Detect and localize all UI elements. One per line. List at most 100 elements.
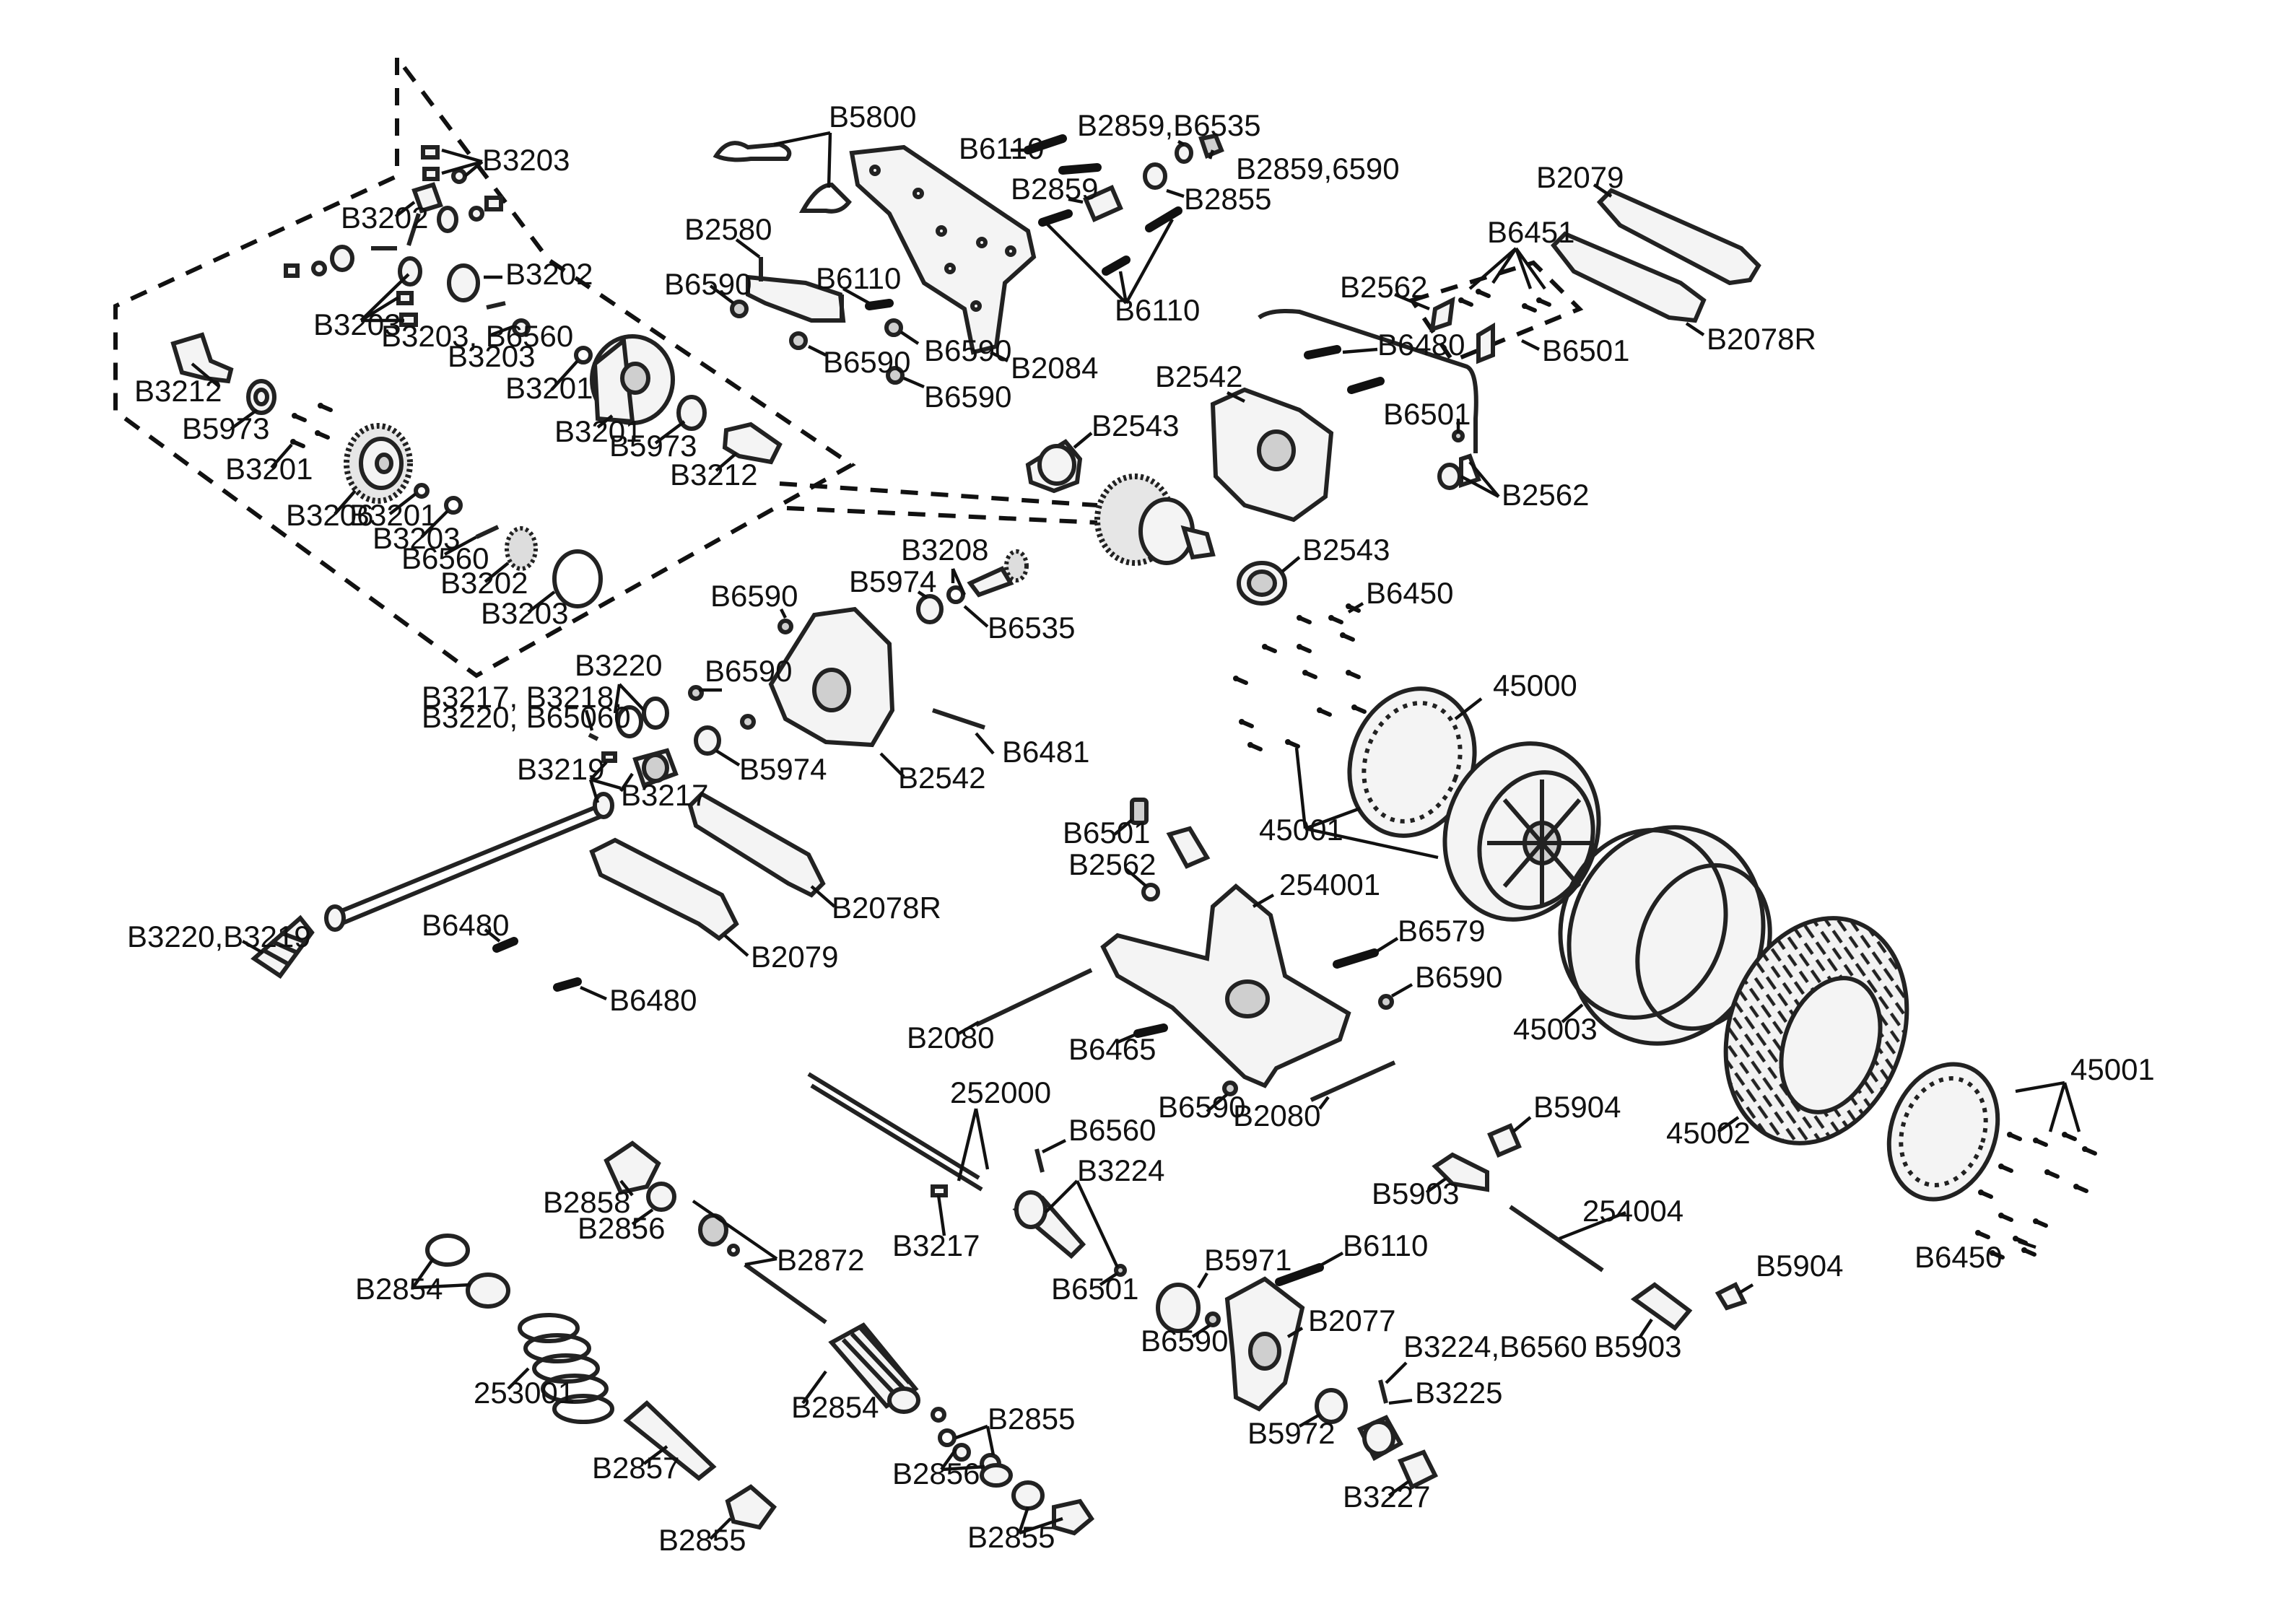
screw-b6110-7 <box>1275 1263 1324 1286</box>
inset-connector-line-lower <box>786 506 1098 525</box>
label: B3202 <box>341 201 428 235</box>
rod-end-b5904-lower <box>1715 1281 1748 1311</box>
label: B2543 <box>1092 409 1179 442</box>
label: 253001 <box>474 1376 575 1410</box>
label: B2854 <box>791 1390 879 1424</box>
label: B6590 <box>705 654 792 688</box>
label: B2079 <box>1536 160 1624 194</box>
screw-b6579 <box>1333 948 1379 969</box>
label: B6590 <box>1141 1324 1228 1358</box>
label: 45002 <box>1666 1116 1751 1150</box>
label: B3212 <box>670 458 757 492</box>
label: B2078R <box>832 891 941 925</box>
screw-b6480-4 <box>553 977 582 992</box>
pinion-gear-b3208 <box>1004 549 1029 582</box>
label: B6560 <box>1068 1113 1156 1147</box>
ball-b2562-mid <box>1141 883 1160 902</box>
shock-seal-b2856-top <box>646 1182 676 1212</box>
label: B2542 <box>1155 359 1242 393</box>
pin-b6560-lower <box>1034 1148 1045 1173</box>
nut-b6590-10 <box>1205 1311 1221 1327</box>
brace-b2079-top <box>1596 188 1761 286</box>
label: B5974 <box>849 564 936 598</box>
bushing-b6501-mid <box>1130 798 1149 825</box>
diff-oring <box>574 346 593 364</box>
diff-outdrive-left <box>170 332 234 384</box>
label: B3217 <box>621 778 708 812</box>
label: B6501 <box>1542 333 1629 367</box>
label: B6579 <box>1398 914 1485 948</box>
label: B5903 <box>1372 1176 1459 1210</box>
suspension-arm-254001 <box>1100 883 1351 1088</box>
label: B3203 <box>373 521 460 555</box>
nut-b6590-1 <box>730 300 749 318</box>
diff-pin <box>475 525 500 539</box>
sway-bar-mount-inset <box>1408 260 1584 364</box>
nut-b6590-4 <box>886 366 905 385</box>
label: B3217, B3218, <box>422 680 622 714</box>
label: B3201 <box>505 371 593 405</box>
label: B6480 <box>609 983 697 1017</box>
label: B2855 <box>1184 182 1271 216</box>
shock-small-parts <box>931 1407 1013 1488</box>
screws-b6451 <box>1458 289 1549 310</box>
brace-b2079-mid <box>589 837 739 941</box>
body-post-mount-b2580 <box>746 274 846 323</box>
pin-b2080-lower <box>1310 1060 1396 1102</box>
label: B6465 <box>1068 1032 1156 1066</box>
shock-cap-b2858 <box>604 1140 661 1195</box>
label: B2856 <box>578 1211 665 1245</box>
label: B2856 <box>892 1457 980 1490</box>
shock-mount-b2859 <box>1083 185 1123 222</box>
label: B6535 <box>988 611 1075 645</box>
bearing-b5971 <box>1156 1283 1201 1333</box>
label: B2859,6590 <box>1236 152 1400 185</box>
label: B3220,B3219 <box>127 920 311 953</box>
part-labels: B3203 B3202 B3202 B3203 B3203, B6560 B32… <box>127 100 2155 1557</box>
screw-b6110-6 <box>1102 256 1131 276</box>
differential-assembled <box>1094 473 1216 566</box>
oring-b3220-a <box>616 705 643 738</box>
brace-b2078r-top <box>1551 231 1707 323</box>
pinion-b3208 <box>967 566 1014 598</box>
label: B6480 <box>422 908 509 942</box>
label: 45000 <box>1493 668 1577 702</box>
label: B6590 <box>710 579 798 613</box>
label: B6560 <box>401 541 489 575</box>
brace-b2078r-mid <box>687 791 826 898</box>
wheel-nut-b3227 <box>1397 1449 1439 1490</box>
sway-link-b2562-mid <box>1166 826 1211 869</box>
label: B3220 <box>575 648 662 682</box>
label: B6110 <box>816 261 901 295</box>
nut-b6590-3 <box>884 318 903 337</box>
sway-bar-mount-1 <box>1429 296 1455 333</box>
bushing-b2855 <box>1143 162 1167 190</box>
label: B6110 <box>959 131 1044 165</box>
shock-end-b2855-bottom <box>725 1484 777 1530</box>
shock-rod-end-b2855 <box>1052 1498 1094 1536</box>
shock-bushing-b2855 <box>1011 1480 1045 1511</box>
label: B2872 <box>777 1243 864 1277</box>
sway-bar-b2562 <box>1258 309 1478 453</box>
oring-b3220-b <box>642 697 669 730</box>
label: B3203 <box>313 307 401 341</box>
label: B3224,B6560 <box>1403 1330 1587 1363</box>
screw-b6110-4 <box>1038 209 1073 227</box>
oring-b2854 <box>425 1234 470 1267</box>
rod-end-b5903-lower <box>1630 1282 1693 1332</box>
screws-b6450-upper <box>1233 603 1364 749</box>
label: B6590 <box>924 333 1011 367</box>
label: B6480 <box>1377 328 1465 362</box>
nut-b6590-8 <box>1378 994 1394 1010</box>
label: B3219 <box>517 752 604 786</box>
label: 45001 <box>1259 813 1343 847</box>
inset-connector-line-upper <box>779 481 1098 507</box>
label: B3203, B6560 <box>381 319 573 353</box>
label: B2543 <box>1302 533 1390 567</box>
label: B6110 <box>1343 1228 1428 1262</box>
label: B6501 <box>1051 1272 1138 1306</box>
screw-b6110-2 <box>1024 134 1067 154</box>
label: B2855 <box>988 1402 1075 1436</box>
driveshaft-front <box>336 802 608 926</box>
